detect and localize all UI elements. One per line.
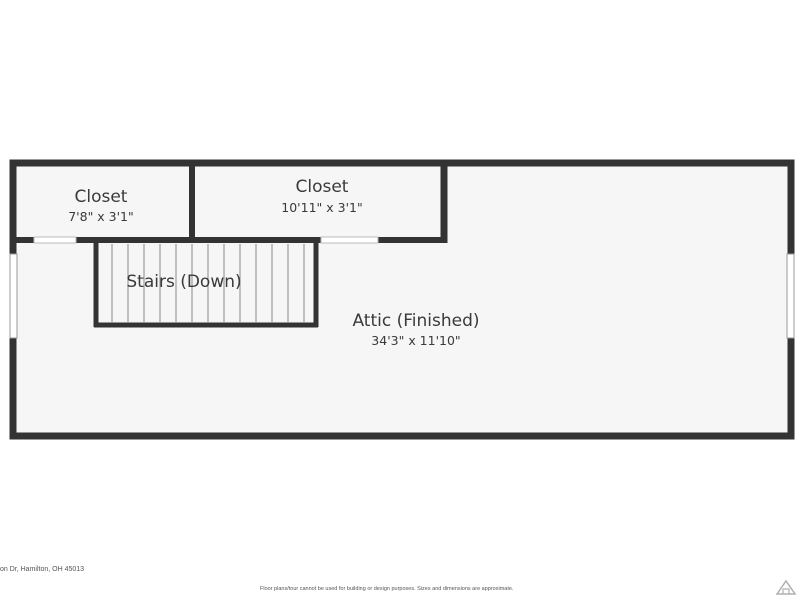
stair-treads [111, 244, 305, 322]
closet-left-door [33, 236, 77, 244]
window-left [9, 253, 18, 339]
disclaimer-text: Floor plans/tour cannot be used for buil… [260, 586, 514, 592]
attic-dimensions: 34'3" x 11'10" [371, 333, 460, 348]
property-address: on Dr, Hamilton, OH 45013 [0, 566, 85, 573]
closet-right-dimensions: 10'11" x 3'1" [281, 200, 362, 215]
closet-left-dimensions: 7'8" x 3'1" [68, 209, 134, 224]
attic-name: Attic (Finished) [352, 311, 479, 331]
window-right [786, 253, 795, 339]
stairs-name: Stairs (Down) [126, 272, 241, 292]
closet-left-name: Closet [75, 187, 128, 207]
closet-right-door [320, 236, 379, 244]
logo-icon [775, 579, 797, 595]
attic-floor [13, 163, 791, 436]
closet-right-name: Closet [296, 177, 349, 197]
